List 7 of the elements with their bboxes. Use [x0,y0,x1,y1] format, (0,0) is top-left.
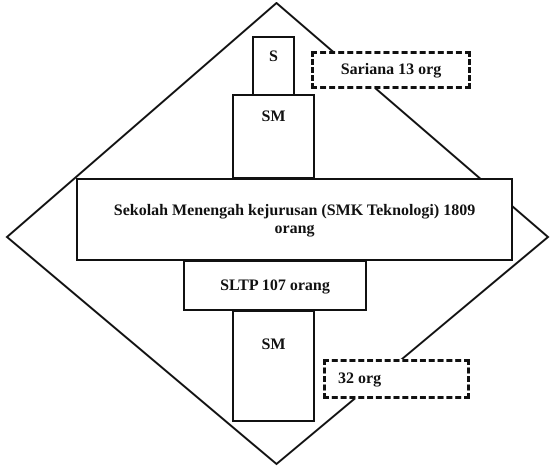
level-box: SLTP 107 orang [183,260,367,311]
level-box: S [252,36,295,96]
level-box: SM [232,94,315,179]
note-box: 32 org [323,359,470,399]
level-box: Sekolah Menengah kejurusan (SMK Teknologi) 1809 orang [76,178,513,261]
note-box: Sariana 13 org [311,51,471,89]
level-box: SM [232,310,315,422]
